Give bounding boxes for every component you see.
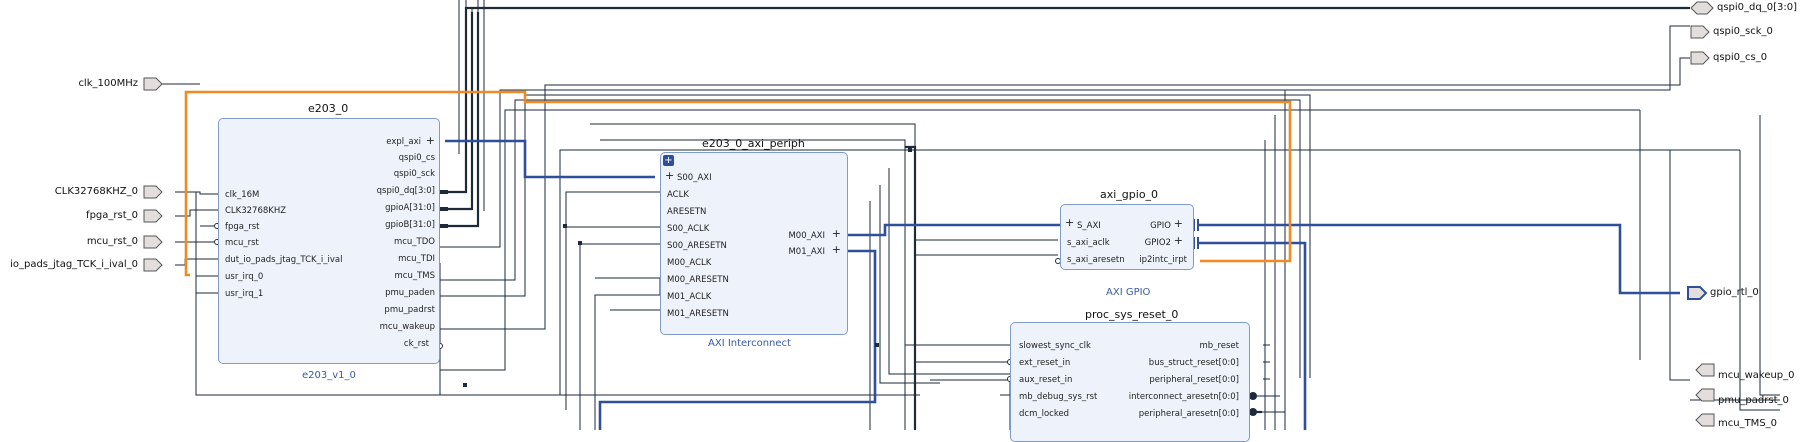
proc-sys-reset-block[interactable]: slowest_sync_clk ext_reset_in aux_reset_… <box>1010 322 1250 442</box>
port-io-pads-jtag-tck[interactable]: io_pads_jtag_TCK_i_ival_0 <box>10 259 138 270</box>
e203-block[interactable]: clk_16M CLK32768KHZ fpga_rst mcu_rst dut… <box>218 118 440 364</box>
axi-periph-title: e203_0_axi_periph <box>702 137 805 150</box>
reset-pin-out[interactable]: peripheral_reset[0:0] <box>1149 375 1239 385</box>
e203-pin-in[interactable]: usr_irq_0 <box>225 272 264 282</box>
axi-periph-pin-in[interactable]: M01_ARESETN <box>667 309 729 319</box>
port-gpio-rtl-0[interactable]: gpio_rtl_0 <box>1710 287 1759 298</box>
axi-periph-pin-in[interactable]: S00_AXI <box>677 173 712 183</box>
expand-plus-icon[interactable]: + <box>1065 216 1075 229</box>
port-fpga-rst-0[interactable]: fpga_rst_0 <box>86 210 138 221</box>
e203-pin-out[interactable]: mcu_TMS <box>394 271 435 281</box>
proc-sys-reset-title: proc_sys_reset_0 <box>1085 308 1179 321</box>
port-qspi0-cs-0[interactable]: qspi0_cs_0 <box>1713 52 1768 63</box>
axi-gpio-pin-out[interactable]: GPIO <box>1150 221 1171 231</box>
reset-pin-out[interactable]: mb_reset <box>1199 341 1239 351</box>
axi-gpio-pin-out[interactable]: ip2intc_irpt <box>1139 255 1187 265</box>
axi-periph-block[interactable]: + + S00_AXI ACLK ARESETN S00_ACLK S00_AR… <box>660 152 848 335</box>
e203-pin-out[interactable]: ck_rst <box>403 339 429 349</box>
expand-plus-icon[interactable]: + <box>1173 217 1183 230</box>
reset-pin-in[interactable]: slowest_sync_clk <box>1019 341 1091 351</box>
e203-block-type: e203_v1_0 <box>302 370 356 381</box>
axi-periph-pin-in[interactable]: S00_ARESETN <box>667 241 727 251</box>
e203-pin-out[interactable]: mcu_wakeup <box>379 322 435 332</box>
expand-plus-icon[interactable]: + <box>665 169 675 182</box>
axi-periph-pin-out[interactable]: M00_AXI <box>788 231 825 241</box>
axi-gpio-title: axi_gpio_0 <box>1100 188 1159 201</box>
e203-pin-out[interactable]: qspi0_cs <box>398 153 435 163</box>
axi-periph-type: AXI Interconnect <box>708 338 791 349</box>
axi-periph-pin-in[interactable]: S00_ACLK <box>667 224 710 234</box>
axi-periph-pin-in[interactable]: M01_ACLK <box>667 292 712 302</box>
reset-pin-in[interactable]: dcm_locked <box>1019 409 1070 419</box>
axi-periph-pin-in[interactable]: ACLK <box>667 190 689 200</box>
port-pmu-padrst-0[interactable]: pmu_padrst_0 <box>1718 395 1789 406</box>
e203-pin-out[interactable]: gpioA[31:0] <box>385 203 435 213</box>
e203-pin-in[interactable]: clk_16M <box>225 190 260 200</box>
axi-periph-pin-in[interactable]: M00_ARESETN <box>667 275 729 285</box>
axi-gpio-pin-in[interactable]: s_axi_aresetn <box>1067 255 1125 265</box>
e203-pin-in[interactable]: dut_io_pads_jtag_TCK_i_ival <box>225 255 343 265</box>
reset-pin-in[interactable]: mb_debug_sys_rst <box>1019 392 1098 402</box>
e203-pin-in[interactable]: CLK32768KHZ <box>225 206 287 216</box>
e203-pin-out[interactable]: gpioB[31:0] <box>385 220 435 230</box>
e203-pin-in[interactable]: usr_irq_1 <box>225 289 264 299</box>
port-mcu-rst-0[interactable]: mcu_rst_0 <box>86 236 138 247</box>
axi-gpio-pin-in[interactable]: S_AXI <box>1077 221 1101 231</box>
axi-gpio-block[interactable]: + S_AXI s_axi_aclk s_axi_aresetn GPIO + … <box>1060 204 1194 270</box>
axi-periph-pin-in[interactable]: ARESETN <box>667 207 707 217</box>
e203-pin-out[interactable]: qspi0_dq[3:0] <box>376 186 435 196</box>
e203-pin-out[interactable]: qspi0_sck <box>393 169 435 179</box>
e203-pin-out[interactable]: mcu_TDI <box>398 254 435 264</box>
wiring-layer <box>143 0 1780 430</box>
port-clk32768khz-0[interactable]: CLK32768KHZ_0 <box>54 186 138 197</box>
reset-pin-in[interactable]: ext_reset_in <box>1019 358 1071 368</box>
e203-pin-out[interactable]: pmu_padrst <box>384 305 435 315</box>
reset-pin-in[interactable]: aux_reset_in <box>1019 375 1073 385</box>
e203-pin-out[interactable]: mcu_TDO <box>393 237 435 247</box>
port-qspi0-sck-0[interactable]: qspi0_sck_0 <box>1713 26 1773 37</box>
expand-plus-icon[interactable]: + <box>831 227 841 240</box>
e203-pin-in[interactable]: fpga_rst <box>225 222 260 232</box>
axi-gpio-pin-out[interactable]: GPIO2 <box>1144 238 1171 248</box>
axi-periph-pin-in[interactable]: M00_ACLK <box>667 258 712 268</box>
reset-pin-out[interactable]: peripheral_aresetn[0:0] <box>1138 409 1239 419</box>
port-mcu-tms-0[interactable]: mcu_TMS_0 <box>1718 418 1778 429</box>
e203-block-title: e203_0 <box>308 102 349 115</box>
port-clk-100mhz[interactable]: clk_100MHz <box>78 78 138 89</box>
reset-pin-out[interactable]: bus_struct_reset[0:0] <box>1148 358 1239 368</box>
e203-pin-out[interactable]: expl_axi <box>386 137 421 147</box>
reset-pin-out[interactable]: interconnect_aresetn[0:0] <box>1128 392 1239 402</box>
expand-plus-icon[interactable]: + <box>831 243 841 256</box>
axi-periph-pin-out[interactable]: M01_AXI <box>788 247 825 257</box>
expand-plus-icon[interactable]: + <box>425 134 435 147</box>
axi-gpio-type: AXI GPIO <box>1106 287 1151 298</box>
collapse-icon[interactable]: + <box>663 155 674 166</box>
e203-pin-out[interactable]: pmu_paden <box>385 288 435 298</box>
axi-gpio-pin-in[interactable]: s_axi_aclk <box>1067 238 1110 248</box>
port-qspi0-dq-0[interactable]: qspi0_dq_0[3:0] <box>1717 2 1797 13</box>
e203-pin-in[interactable]: mcu_rst <box>225 238 259 248</box>
expand-plus-icon[interactable]: + <box>1173 234 1183 247</box>
port-mcu-wakeup-0[interactable]: mcu_wakeup_0 <box>1718 370 1795 381</box>
